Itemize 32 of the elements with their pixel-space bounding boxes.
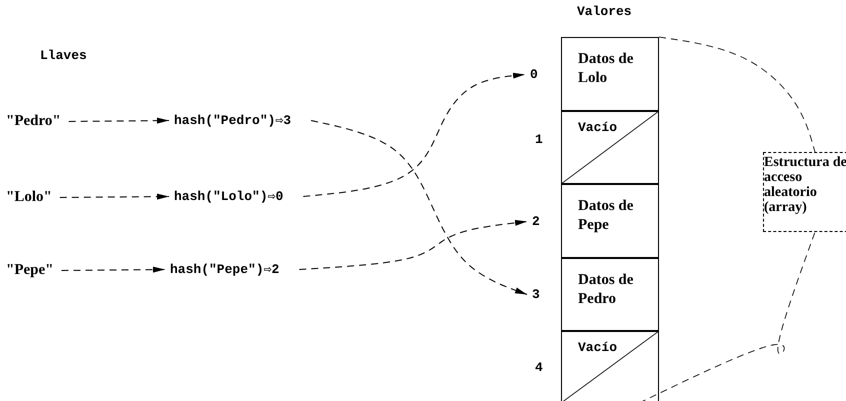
- dashed-arrow: [298, 220, 528, 270]
- index-number: 3: [532, 287, 540, 302]
- key-text: "Pedro": [6, 113, 61, 129]
- empty-array-cell: [561, 111, 659, 184]
- hash-expression: hash("Pepe")⇨2: [170, 262, 280, 277]
- cell-text: Vacío: [578, 340, 618, 355]
- cell-text: Vacío: [578, 120, 618, 135]
- hash-expression: hash("Pedro")⇨3: [174, 113, 292, 128]
- array-cell: [561, 258, 659, 331]
- column-heading: Valores: [577, 4, 632, 19]
- index-number: 0: [530, 67, 538, 82]
- dashed-arrow: [59, 194, 170, 200]
- cell-text: Datos de Pedro: [578, 271, 634, 309]
- annotation-box: [763, 152, 846, 232]
- dashed-arrow: [310, 120, 528, 295]
- dashed-arrow: [68, 118, 170, 124]
- dashed-line: [658, 36, 816, 152]
- index-number: 1: [535, 132, 543, 147]
- array-cell: [561, 37, 659, 111]
- column-heading: Llaves: [40, 48, 87, 63]
- empty-array-cell: [561, 331, 659, 401]
- cell-text: Datos de Lolo: [578, 50, 634, 88]
- dashed-arrow: [60, 266, 166, 273]
- key-text: "Pepe": [6, 262, 54, 278]
- cell-text: Datos de Pepe: [578, 197, 634, 235]
- index-number: 4: [535, 360, 543, 375]
- hash-expression: hash("Lolo")⇨0: [174, 189, 284, 204]
- array-cell: [561, 184, 659, 258]
- key-text: "Lolo": [6, 189, 52, 205]
- annotation-text: Estructura de acceso aleatorio (array): [764, 155, 846, 215]
- index-number: 2: [532, 214, 540, 229]
- dashed-arrow: [302, 72, 526, 197]
